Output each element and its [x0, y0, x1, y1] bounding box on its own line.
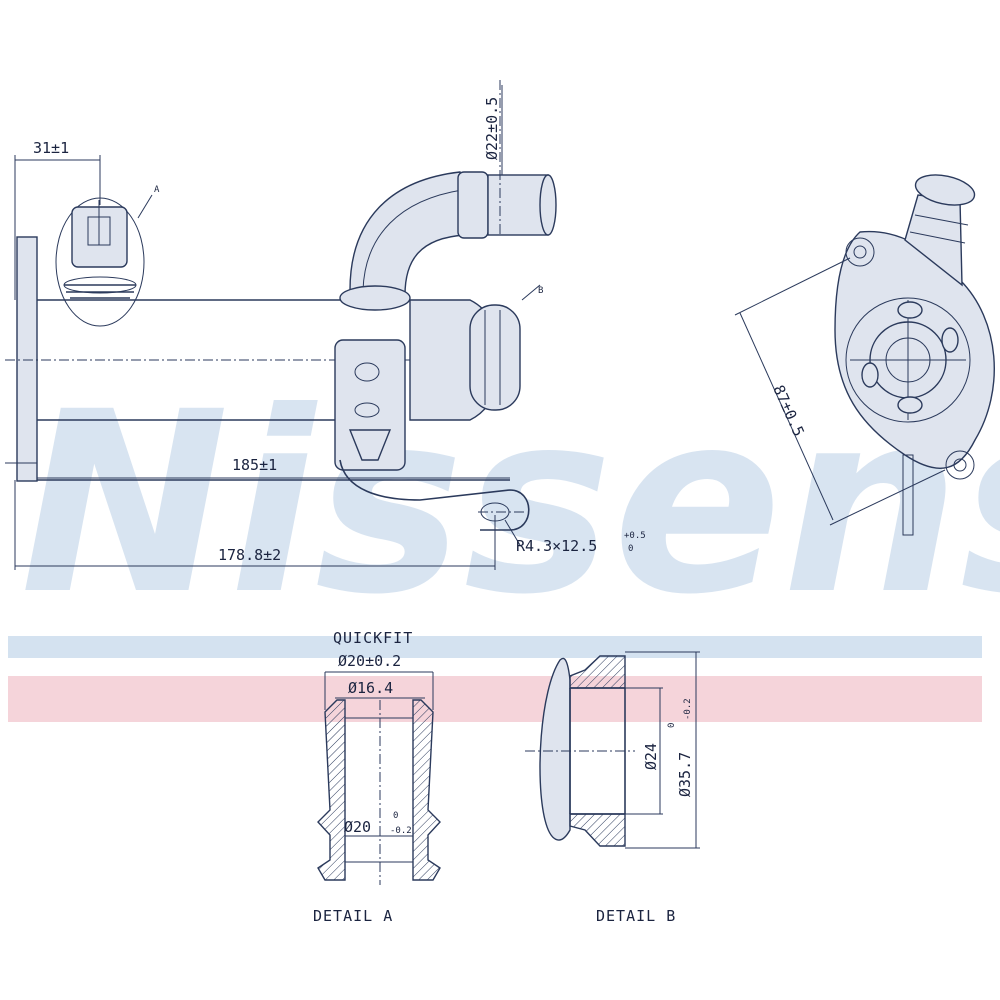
quickfit-heading: QUICKFIT [333, 629, 413, 647]
inlet-flange [16, 236, 38, 482]
dim-d20-tol-dn: -0.2 [390, 826, 412, 836]
quickfit-wall-left [317, 699, 346, 881]
side-view: A B 31±1 Ø22±0.5 185±1 [5, 80, 646, 570]
dim-31: 31±1 [33, 139, 69, 157]
cap-seal-bottom [569, 813, 626, 847]
end-stem [902, 454, 914, 536]
dim-d16: Ø16.4 [348, 679, 393, 697]
brand-watermark: Nissens [20, 358, 1000, 649]
end-port-outer [845, 297, 971, 423]
mounting-tab [339, 459, 530, 531]
end-view: 87±0.5 [734, 174, 995, 536]
dim-d22: Ø22±0.5 [483, 97, 501, 160]
detail-b: Ø24 Ø35.7 0 -0.2 DETAIL B [525, 651, 700, 925]
dim-d20-tol-up: 0 [393, 811, 398, 821]
detail-a-label: DETAIL A [313, 907, 393, 925]
detail-a: QUICKFIT Ø20±0.2 Ø16.4 Ø20 0 -0.2 DETAIL… [313, 629, 441, 925]
dim-d35-tol-dn: -0.2 [683, 698, 693, 720]
detail-b-label: DETAIL B [596, 907, 676, 925]
blue-stripe [8, 636, 982, 658]
dim-185: 185±1 [232, 456, 277, 474]
dim-slot-tol-dn: 0 [628, 544, 633, 554]
outlet-cap [469, 304, 521, 411]
red-stripe [8, 676, 982, 722]
dim-slot-tol-up: +0.5 [624, 531, 646, 541]
detail-b-marker: B [538, 286, 543, 296]
dim-d35-tol-up: 0 [667, 723, 677, 728]
bent-coolant-tube [349, 171, 466, 296]
dim-d24: Ø24 [642, 743, 660, 770]
quickfit-wall-right [412, 699, 441, 881]
detail-a-marker: A [154, 185, 160, 195]
cap-rim [539, 657, 571, 841]
bracket-clip [348, 429, 392, 461]
dim-d20-top: Ø20±0.2 [338, 652, 401, 670]
sensor-rings [64, 284, 136, 299]
dim-slot: R4.3×12.5 [516, 537, 597, 555]
dim-d35: Ø35.7 [676, 752, 694, 797]
dim-d20-bottom: Ø20 [344, 818, 371, 836]
tube-collar [457, 171, 489, 239]
dim-178-8: 178.8±2 [218, 546, 281, 564]
tube-end [487, 174, 549, 236]
cap-seal-top [569, 655, 626, 689]
tube-base-ring [339, 285, 411, 311]
